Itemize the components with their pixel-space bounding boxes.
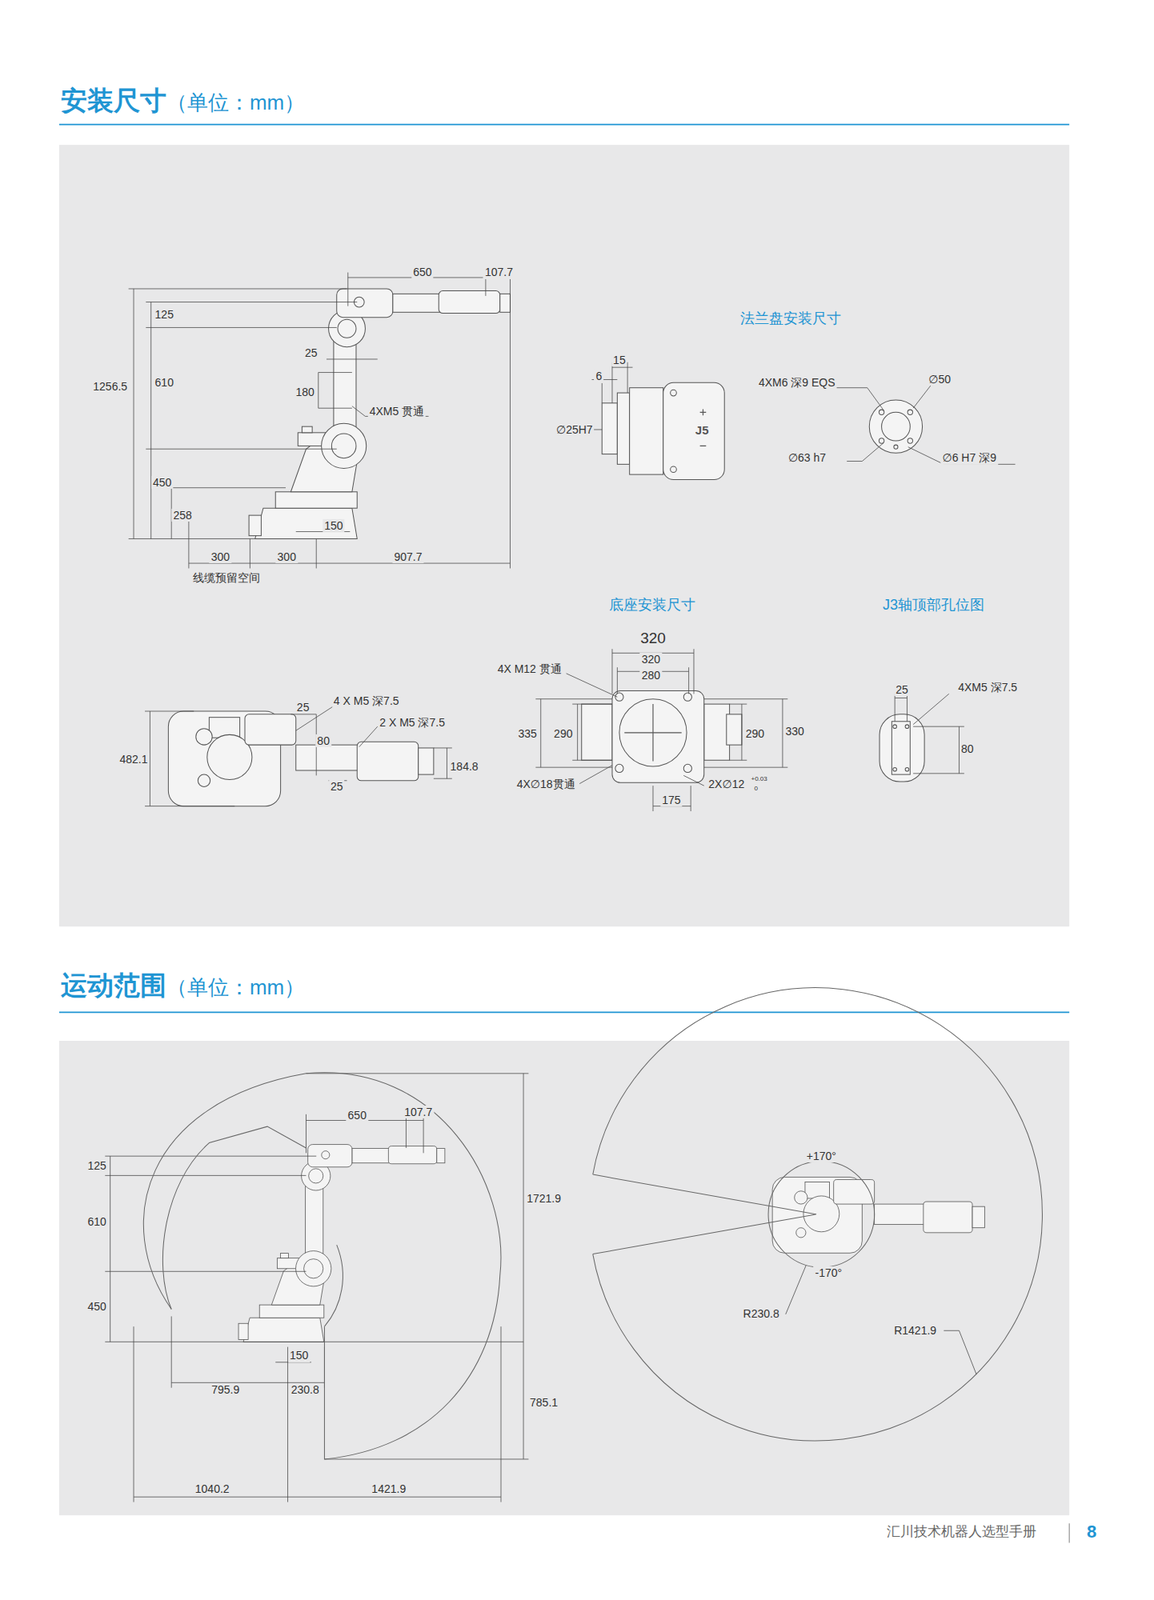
- dimension-label: ∅63 h7: [786, 451, 828, 465]
- dimension-label: 107.7: [483, 265, 515, 279]
- dimension-label: 150: [322, 519, 345, 533]
- dimension-label: 300: [209, 550, 232, 564]
- dimension-label: 25: [303, 346, 320, 360]
- dimension-label: 4 X M5 深7.5: [332, 694, 401, 708]
- dimension-label: 300: [276, 550, 298, 564]
- dimension-label: 450: [85, 1300, 108, 1314]
- tolerance-label: +0.03: [750, 775, 767, 783]
- dimension-label: 335: [516, 727, 538, 741]
- dimension-label: 80: [959, 742, 976, 756]
- dimension-label: R230.8: [741, 1307, 782, 1321]
- dimension-label: 175: [660, 793, 682, 807]
- view-title: J3轴顶部孔位图: [881, 597, 986, 614]
- footer-text: 汇川技术机器人选型手册: [885, 1524, 1038, 1541]
- dimension-label: R1421.9: [892, 1324, 938, 1338]
- dimension-label: 258: [172, 508, 194, 522]
- dimension-label: 907.7: [392, 550, 424, 564]
- dimension-label: 6: [594, 369, 605, 383]
- dimension-label: 107.7: [402, 1105, 434, 1119]
- dimension-label: 482.1: [117, 753, 149, 766]
- axis-label: J5: [693, 423, 711, 437]
- dimension-label: 1721.9: [524, 1192, 563, 1206]
- dimension-label: 4XM5 深7.5: [956, 681, 1019, 694]
- dimension-label: 4XM6 深9 EQS: [757, 376, 838, 389]
- dimension-label: 610: [85, 1215, 108, 1229]
- dimension-label: 1040.2: [193, 1482, 232, 1496]
- section-heading: 运动范围（单位：mm）: [60, 969, 305, 1004]
- dimension-label: 25: [893, 683, 910, 697]
- dimension-label: 25: [328, 780, 345, 794]
- dimension-label: 290: [744, 727, 766, 741]
- section-heading: 安装尺寸（单位：mm）: [60, 84, 305, 119]
- dimension-label: 795.9: [209, 1382, 241, 1396]
- dimension-label: 15: [611, 353, 628, 367]
- dimension-label: 25: [295, 701, 312, 714]
- dimension-label: 180: [294, 385, 317, 399]
- dimension-label: 450: [151, 476, 173, 489]
- dimension-label: ∅25H7: [554, 423, 595, 437]
- dimension-label: 184.8: [448, 759, 481, 773]
- dimension-label: 290: [552, 727, 574, 741]
- dimension-label: 650: [346, 1109, 369, 1122]
- dimension-label: +170°: [805, 1149, 838, 1163]
- dimension-label: 125: [85, 1159, 108, 1173]
- dimension-label: 4X M12 贯通: [496, 662, 564, 676]
- dimension-label: 320: [640, 653, 662, 666]
- dimension-label: 150: [288, 1349, 310, 1363]
- dimension-label: 4X∅18贯通: [515, 777, 577, 791]
- dimension-label: 650: [411, 265, 433, 279]
- page-number: 8: [1085, 1522, 1098, 1543]
- dimension-label: 1256.5: [91, 380, 129, 393]
- dimension-label: 2 X M5 深7.5: [377, 716, 447, 730]
- dimension-label: 230.8: [289, 1382, 321, 1396]
- view-title: 底座安装尺寸: [607, 597, 698, 614]
- dimension-label: 1421.9: [369, 1482, 408, 1496]
- dimension-label: 线缆预留空间: [191, 571, 262, 585]
- dimension-label: 330: [784, 725, 806, 738]
- dimension-label: 610: [153, 376, 176, 389]
- dimension-label: ∅6 H7 深9: [940, 451, 998, 465]
- dimension-label: 2X∅12: [706, 777, 746, 791]
- view-title: 法兰盘安装尺寸: [738, 309, 843, 327]
- drawing-panel: 安装尺寸（单位：mm）: [59, 144, 1070, 927]
- dimension-label: 125: [153, 308, 176, 321]
- drawing-panel: 运动范围（单位：mm）: [59, 1040, 1070, 1515]
- tolerance-label: 0: [754, 785, 758, 793]
- dimension-label: 280: [640, 669, 662, 682]
- dimension-label: 320: [638, 629, 668, 648]
- dimension-label: 785.1: [528, 1396, 560, 1410]
- dimension-label: -170°: [813, 1266, 844, 1280]
- dimension-label: 4XM5 贯通: [368, 404, 426, 418]
- dimension-label: 80: [315, 734, 332, 748]
- dimension-label: ∅50: [926, 372, 953, 386]
